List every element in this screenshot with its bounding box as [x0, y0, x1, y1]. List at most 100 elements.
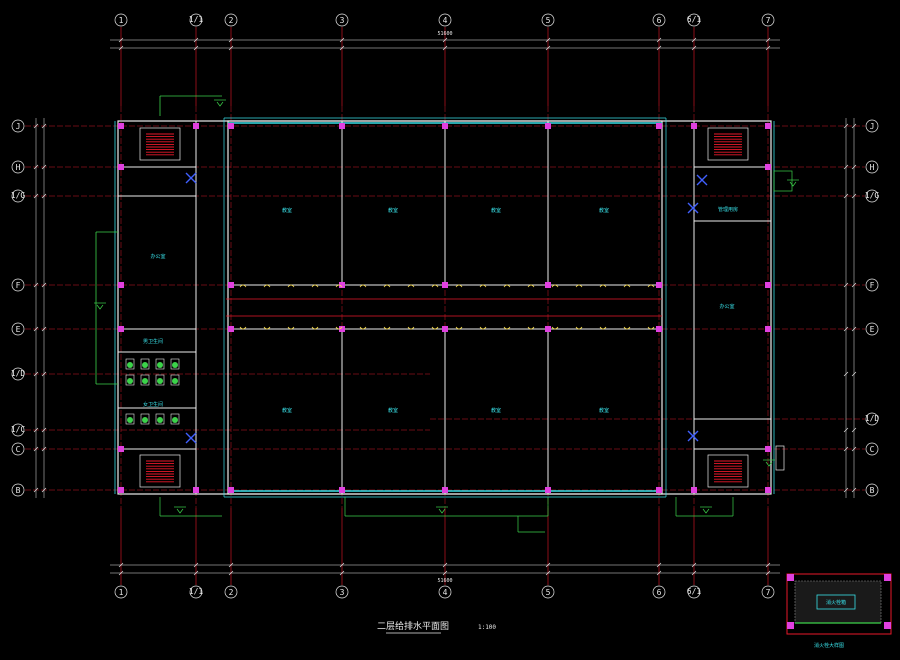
dimension-tick: [691, 37, 697, 43]
drain-fitting: [359, 326, 367, 330]
axis-bubble-bottom-2: 2: [224, 585, 238, 599]
svg-text:1: 1: [119, 588, 124, 597]
svg-text:6: 6: [657, 16, 662, 25]
svg-text:6/1: 6/1: [687, 587, 702, 596]
dimension-lines: [33, 37, 857, 576]
room-label-classroom-6: 教室: [388, 407, 398, 414]
building-walls: [117, 120, 772, 495]
dimension-tick: [228, 45, 234, 51]
svg-text:C: C: [870, 445, 875, 454]
roof-drain-symbol: [687, 202, 699, 214]
dimension-tick: [442, 570, 448, 576]
drawing-scale: 1:100: [478, 624, 496, 631]
axis-bubble-right-J: J: [865, 119, 879, 133]
dimension-tick: [691, 562, 697, 568]
drain-fitting: [551, 326, 559, 330]
legend-caption: 消火栓大样图: [814, 642, 844, 649]
toilet-stall: [170, 374, 180, 386]
dimension-tick: [843, 164, 849, 170]
dimension-tick: [843, 487, 849, 493]
drain-fitting: [623, 326, 631, 330]
svg-text:1: 1: [119, 16, 124, 25]
drain-fitting: [527, 284, 535, 288]
drain-fitting: [599, 284, 607, 288]
toilet-fixture: [142, 417, 148, 423]
drawing-title: 二层给排水平面图: [377, 620, 449, 632]
toilet-stall: [125, 413, 135, 425]
roof-drain-symbol: [185, 172, 197, 184]
svg-text:1/D: 1/D: [865, 414, 880, 423]
slope-arrow: [702, 508, 710, 514]
dimension-tick: [33, 326, 39, 332]
column-marker: [765, 282, 771, 288]
axis-bubble-right-F: F: [865, 278, 879, 292]
dimension-tick: [41, 282, 47, 288]
dimension-tick: [339, 562, 345, 568]
dimension-tick: [851, 326, 857, 332]
dimension-tick: [851, 193, 857, 199]
svg-text:1/1: 1/1: [189, 15, 204, 24]
dimension-tick: [33, 371, 39, 377]
dimension-tick: [442, 37, 448, 43]
dimension-tick: [193, 562, 199, 568]
drain-fitting: [287, 284, 295, 288]
toilet-fixture: [157, 417, 163, 423]
drain-fitting: [407, 326, 415, 330]
dimension-tick: [691, 45, 697, 51]
dimension-tick: [843, 446, 849, 452]
dimension-tick: [41, 123, 47, 129]
drain-fitting: [527, 326, 535, 330]
column-marker: [193, 123, 199, 129]
svg-text:H: H: [870, 163, 875, 172]
column-marker: [442, 487, 448, 493]
dimension-tick: [851, 446, 857, 452]
toilet-fixture: [127, 378, 133, 384]
column-marker: [118, 487, 124, 493]
drain-fitting: [575, 326, 583, 330]
axis-bubble-right-B: B: [865, 483, 879, 497]
slope-arrow: [176, 508, 184, 514]
column-marker: [765, 326, 771, 332]
dimension-tick: [228, 37, 234, 43]
dimension-tick: [545, 570, 551, 576]
toilet-stall: [125, 358, 135, 370]
svg-text:1/G: 1/G: [11, 191, 26, 200]
room-label-office-west: 办公室: [150, 253, 165, 260]
svg-text:4: 4: [443, 588, 448, 597]
staircase: [139, 127, 181, 161]
drain-fitting: [407, 284, 415, 288]
drain-fitting: [455, 326, 463, 330]
dimension-tick: [41, 446, 47, 452]
toilet-stall: [155, 358, 165, 370]
axis-bubble-right-H: H: [865, 160, 879, 174]
axis-bubble-bottom-5: 5: [541, 585, 555, 599]
axis-bubble-left-E: E: [11, 322, 25, 336]
column-marker: [765, 123, 771, 129]
toilet-fixture: [142, 378, 148, 384]
toilet-stall: [170, 358, 180, 370]
dimension-tick: [118, 37, 124, 43]
column-marker: [656, 326, 662, 332]
toilet-fixture: [172, 378, 178, 384]
external-box: [773, 170, 793, 192]
slope-arrow: [789, 181, 797, 187]
column-marker: [118, 123, 124, 129]
drain-fitting: [263, 284, 271, 288]
dimension-tick: [843, 193, 849, 199]
dimension-tick: [656, 570, 662, 576]
column-marker: [118, 446, 124, 452]
dimension-tick: [851, 371, 857, 377]
column-marker: [545, 487, 551, 493]
slope-arrow: [96, 304, 104, 310]
toilet-stall: [140, 374, 150, 386]
toilet-fixture: [172, 362, 178, 368]
svg-text:3: 3: [340, 588, 345, 597]
drain-fitting: [287, 326, 295, 330]
axis-bubble-top-2: 2: [224, 13, 238, 27]
toilet-stall: [155, 374, 165, 386]
toilet-stall: [155, 413, 165, 425]
svg-text:J: J: [870, 122, 875, 131]
svg-text:5: 5: [546, 16, 551, 25]
dimension-tick: [843, 427, 849, 433]
